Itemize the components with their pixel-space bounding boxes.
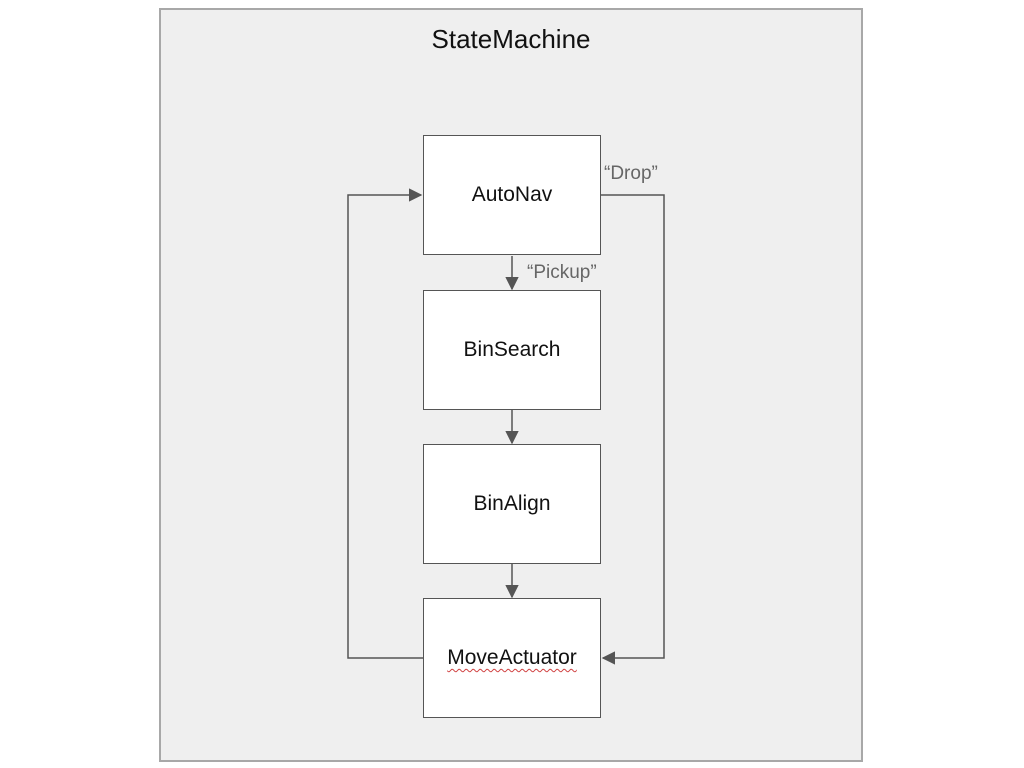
- diagram-title: StateMachine: [431, 24, 591, 54]
- edge-label-drop: “Drop”: [604, 163, 658, 184]
- edge-autonav-to-moveactuator: [601, 194, 665, 665]
- state-binalign: BinAlign: [423, 444, 601, 564]
- state-binsearch: BinSearch: [423, 290, 601, 410]
- edge-label-pickup: “Pickup”: [527, 262, 597, 283]
- state-autonav: AutoNav: [423, 135, 601, 255]
- state-autonav-label: AutoNav: [471, 183, 553, 206]
- state-binsearch-label: BinSearch: [463, 338, 561, 361]
- state-moveactuator-label: MoveActuator: [447, 646, 577, 669]
- edge-moveactuator-to-autonav: [347, 188, 423, 659]
- state-binalign-label: BinAlign: [473, 492, 551, 515]
- state-moveactuator: MoveActuator: [423, 598, 601, 718]
